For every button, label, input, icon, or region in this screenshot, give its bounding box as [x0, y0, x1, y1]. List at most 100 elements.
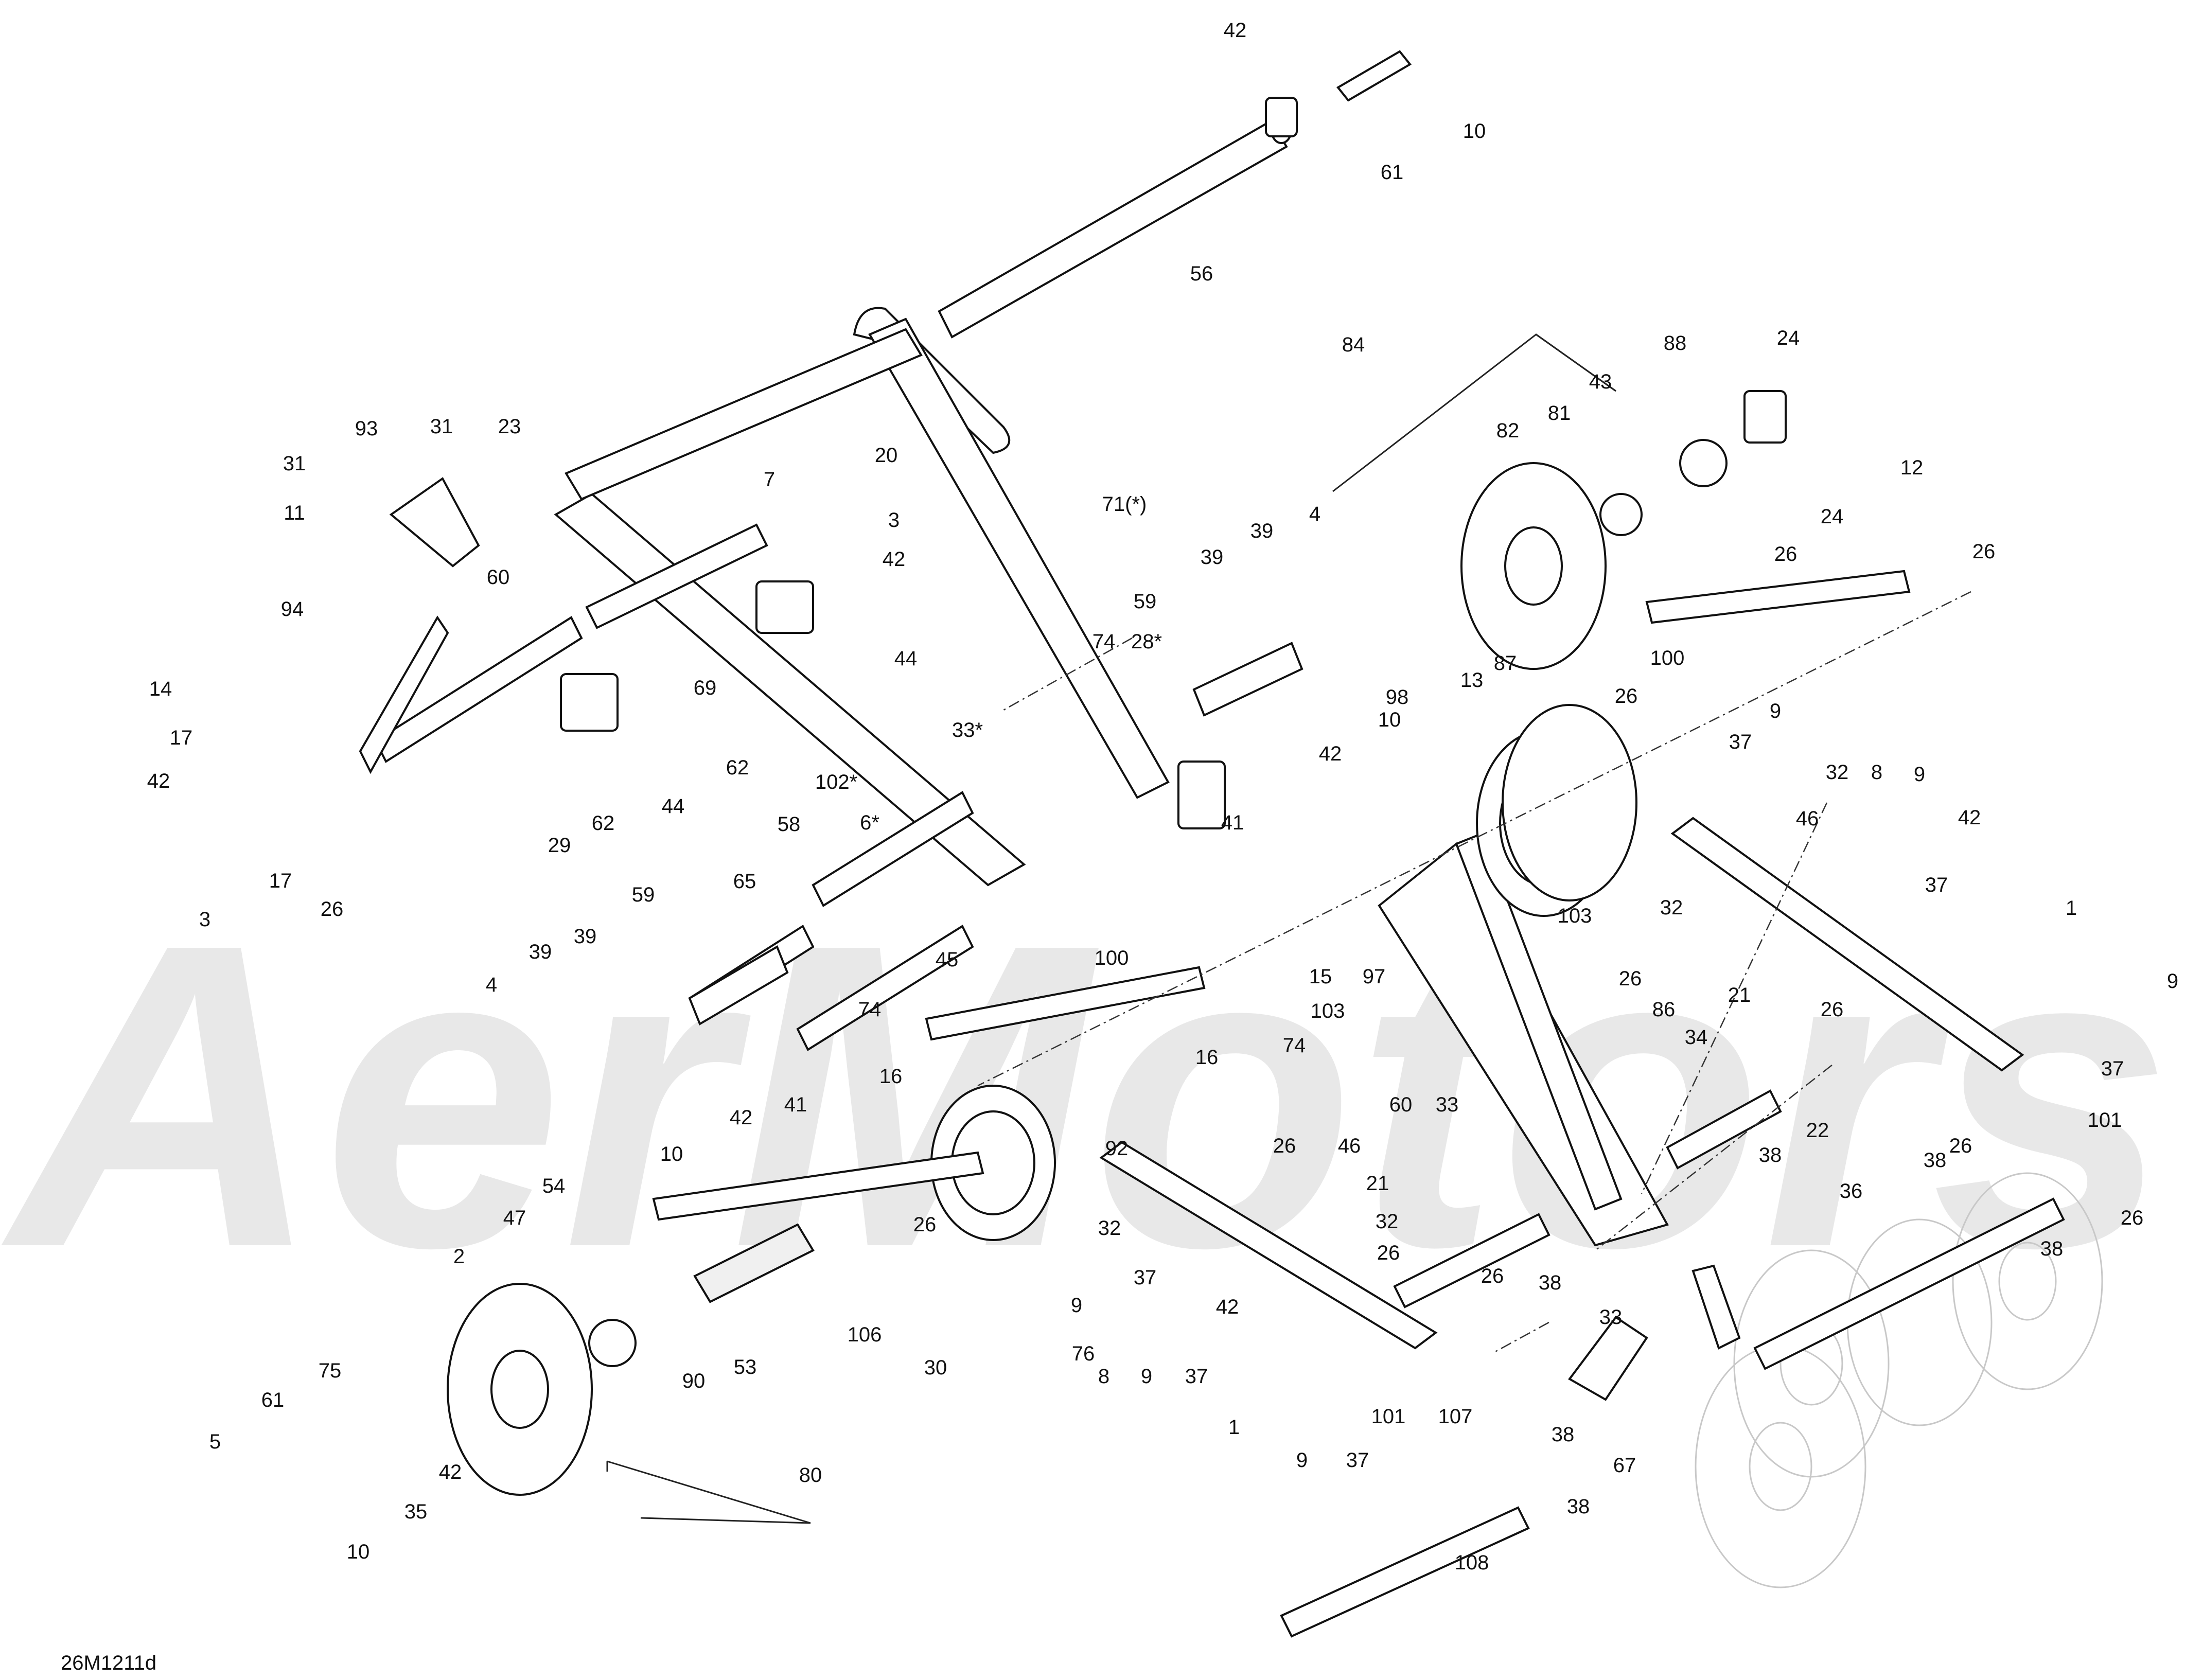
callout-label: 103 — [1311, 1000, 1345, 1022]
callout-label: 24 — [1821, 505, 1844, 528]
callout-label: 5 — [209, 1430, 221, 1453]
callout-label: 43 — [1589, 370, 1612, 393]
callout-label: 102* — [815, 771, 857, 793]
callout-label: 34 — [1685, 1026, 1708, 1049]
callout-label: 23 — [498, 415, 521, 438]
callout-label: 7 — [764, 468, 775, 491]
callout-label: 100 — [1650, 647, 1685, 669]
callout-label: 61 — [261, 1389, 285, 1411]
callout-label: 101 — [2088, 1109, 2122, 1131]
callout-label: 107 — [1438, 1405, 1473, 1428]
callout-label: 45 — [936, 948, 959, 971]
callout-label: 41 — [784, 1093, 807, 1116]
callout-label: 86 — [1652, 998, 1676, 1021]
callout-label: 42 — [883, 548, 906, 571]
callout-label: 37 — [1925, 874, 1948, 896]
callout-label: 29 — [548, 834, 571, 857]
main-frame — [359, 50, 2065, 1638]
callout-label: 10 — [1463, 120, 1486, 143]
callout-label: 8 — [1871, 761, 1882, 784]
callout-label: 21 — [1366, 1172, 1389, 1195]
callout-label: 74 — [1283, 1034, 1306, 1057]
callout-label: 26 — [1619, 967, 1642, 990]
callout-label: 100 — [1095, 947, 1129, 969]
callout-label: 60 — [1389, 1093, 1413, 1116]
callout-label: 31 — [283, 452, 306, 475]
callout-label: 26 — [321, 898, 344, 921]
callout-label: 26 — [913, 1213, 937, 1236]
callout-label: 10 — [347, 1541, 370, 1563]
callout-label: 37 — [1185, 1365, 1208, 1388]
callout-label: 13 — [1460, 669, 1484, 692]
callout-label: 38 — [1552, 1423, 1575, 1446]
callout-label: 39 — [574, 925, 597, 948]
callout-label: 9 — [1914, 763, 1925, 786]
callout-label: 74 — [1092, 630, 1116, 653]
callout-label: 106 — [848, 1323, 882, 1346]
callout-label: 103 — [1558, 905, 1592, 927]
callout-label: 76 — [1072, 1342, 1095, 1365]
callout-label: 38 — [2040, 1237, 2064, 1260]
callout-label: 9 — [1071, 1294, 1082, 1317]
callout-label: 1 — [2066, 897, 2077, 919]
callout-label: 17 — [170, 727, 193, 749]
callout-label: 3 — [888, 509, 900, 532]
callout-label: 59 — [1134, 590, 1157, 613]
callout-label: 62 — [726, 756, 749, 779]
callout-label: 90 — [682, 1370, 706, 1392]
callout-label: 37 — [1729, 731, 1752, 753]
callout-label: 67 — [1613, 1454, 1636, 1477]
watermark-logo: AerMotors — [0, 855, 2172, 1337]
callout-label: 94 — [281, 598, 304, 621]
callout-label: 62 — [592, 812, 615, 835]
callout-label: 15 — [1309, 965, 1332, 988]
callout-label: 56 — [1190, 262, 1213, 285]
drawing-reference: 26M1211d — [61, 1652, 156, 1674]
callout-label: 101 — [1371, 1405, 1406, 1428]
callout-label: 69 — [694, 677, 717, 699]
callout-label: 47 — [503, 1207, 526, 1229]
callout-label: 35 — [404, 1500, 428, 1523]
callout-label: 38 — [1759, 1144, 1782, 1166]
callout-label: 44 — [662, 795, 685, 818]
callout-label: 38 — [1567, 1495, 1590, 1518]
callout-label: 26 — [1774, 543, 1798, 565]
callout-label: 31 — [430, 415, 453, 438]
callout-label: 9 — [1296, 1449, 1308, 1472]
callout-label: 26 — [1377, 1242, 1400, 1264]
callout-label: 42 — [439, 1461, 462, 1483]
callout-label: 9 — [1770, 700, 1781, 722]
callout-label: 39 — [1201, 546, 1224, 569]
callout-label: 53 — [734, 1356, 757, 1378]
callout-label: 24 — [1777, 327, 1800, 349]
callout-label: 37 — [2101, 1057, 2124, 1080]
callout-label: 39 — [529, 941, 552, 963]
callout-label: 59 — [632, 883, 655, 906]
callout-label: 36 — [1840, 1180, 1863, 1202]
callout-label: 61 — [1381, 161, 1404, 184]
callout-label: 26 — [1949, 1135, 1972, 1157]
callout-label: 38 — [1924, 1149, 1947, 1172]
callout-label: 97 — [1363, 965, 1386, 988]
callout-label: 16 — [1195, 1046, 1219, 1069]
callout-label: 38 — [1539, 1271, 1562, 1294]
callout-label: 4 — [486, 974, 497, 996]
callout-label: 17 — [269, 870, 292, 892]
callout-label: 20 — [875, 444, 898, 467]
callout-label: 12 — [1900, 456, 1924, 479]
callout-label: 42 — [1319, 742, 1342, 765]
callout-label: 22 — [1806, 1119, 1829, 1142]
callout-label: 32 — [1826, 761, 1849, 784]
callout-label: 33 — [1599, 1306, 1623, 1329]
callout-label: 26 — [1273, 1135, 1296, 1157]
callout-label: 108 — [1455, 1551, 1489, 1574]
callout-label: 28* — [1131, 630, 1162, 653]
callout-label: 33 — [1436, 1093, 1459, 1116]
callout-label: 42 — [1224, 19, 1247, 42]
callout-label: 44 — [894, 647, 918, 670]
callout-label: 80 — [799, 1464, 822, 1487]
callout-label: 32 — [1376, 1210, 1399, 1233]
callout-label: 14 — [149, 678, 172, 700]
callout-label: 11 — [284, 502, 305, 524]
